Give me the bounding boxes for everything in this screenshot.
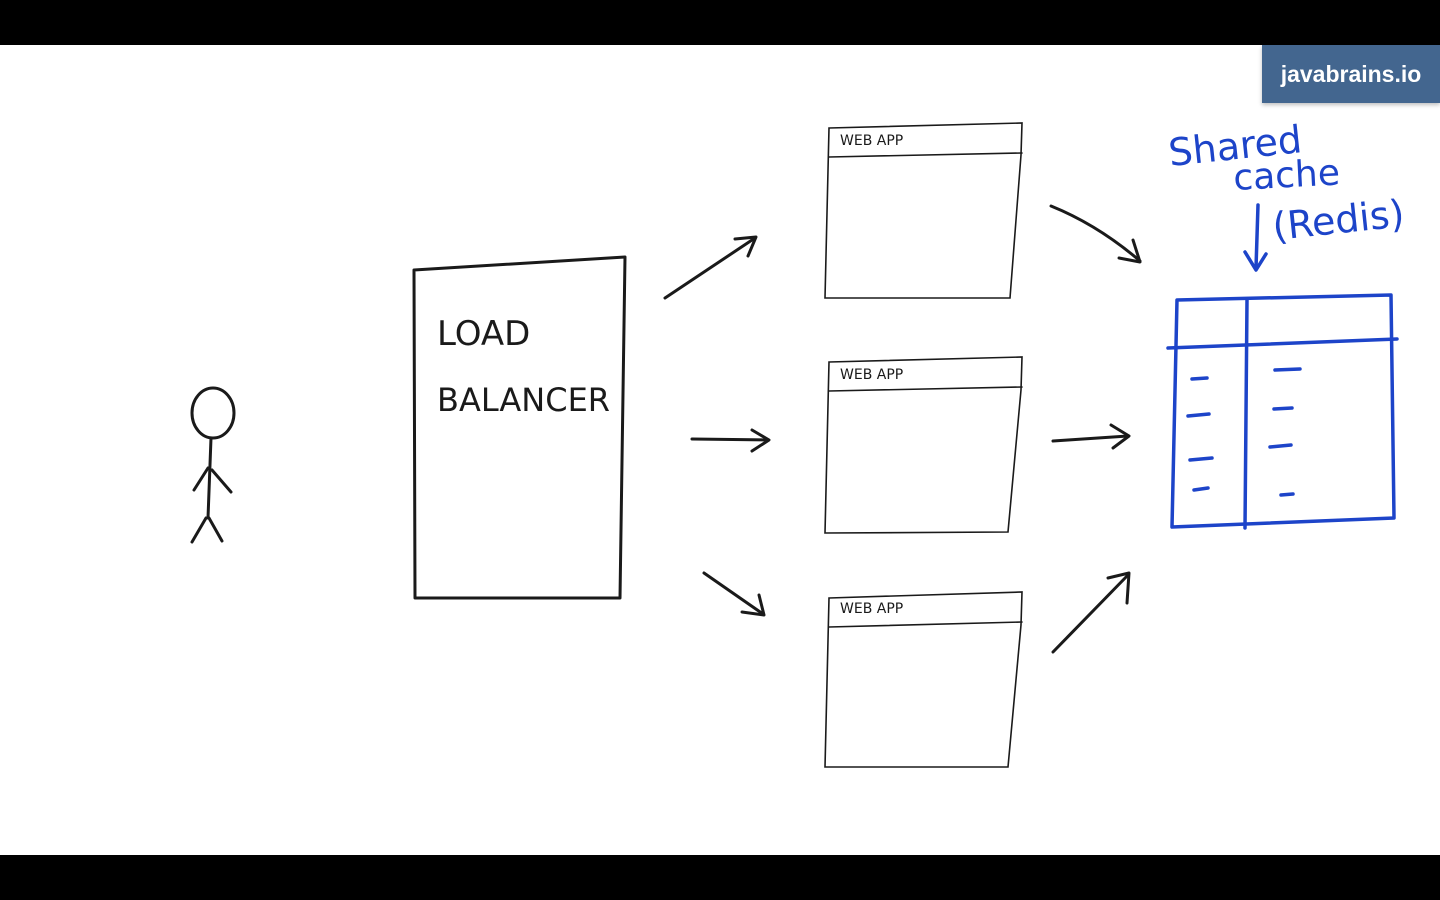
brand-watermark: javabrains.io — [1262, 45, 1440, 103]
cache-table — [1166, 293, 1399, 530]
arrow-lb-to-app-2 — [690, 428, 771, 453]
load-balancer-box: LOAD BALANCER — [412, 255, 627, 600]
letterbox-bottom — [0, 855, 1440, 900]
cache-label-line3: (Redis) — [1270, 191, 1406, 249]
arrow-app-2-to-cache — [1051, 423, 1131, 450]
whiteboard-canvas — [0, 45, 1440, 855]
web-app-label: WEB APP — [840, 601, 903, 617]
letterbox-top — [0, 0, 1440, 45]
web-app-window-1: WEB APP — [824, 122, 1023, 299]
down-arrow-icon — [1254, 203, 1260, 270]
arrow-lb-to-app-1 — [663, 235, 758, 300]
web-app-window-2: WEB APP — [824, 356, 1023, 534]
load-balancer-label-line1: LOAD — [437, 314, 530, 354]
web-app-label: WEB APP — [840, 367, 903, 383]
user-stick-figure — [190, 386, 236, 544]
shared-cache-annotation: Shared cache (Redis) — [1166, 117, 1406, 272]
load-balancer-label-line2: BALANCER — [437, 381, 610, 419]
web-app-window-3: WEB APP — [824, 591, 1023, 768]
arrow-lb-to-app-3 — [702, 571, 766, 617]
arrow-app-1-to-cache — [1049, 204, 1142, 264]
web-app-label: WEB APP — [840, 133, 903, 149]
arrow-app-3-to-cache — [1051, 571, 1131, 654]
cache-label-line2: cache — [1232, 152, 1341, 199]
